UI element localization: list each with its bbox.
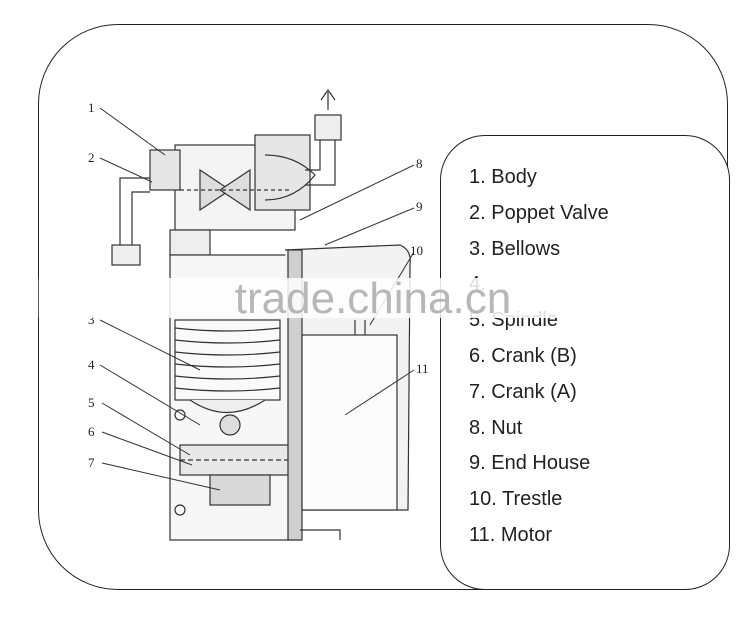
callout-6: 6 [88, 424, 95, 439]
callout-labels: 1 2 3 4 5 6 7 8 9 10 11 [88, 100, 429, 470]
callout-7: 7 [88, 455, 95, 470]
legend-item: 10. Trestle [469, 488, 563, 511]
legend-item: 3. Bellows [469, 237, 561, 260]
motor [301, 334, 398, 511]
legend-item: 4. [469, 273, 486, 296]
legend-item: 2. Poppet Valve [469, 201, 609, 224]
trestle [354, 320, 366, 335]
callout-2: 2 [88, 150, 95, 165]
callout-9: 9 [416, 199, 423, 214]
callout-4: 4 [88, 357, 95, 372]
callout-1: 1 [88, 100, 95, 115]
legend-item: 11. Motor [469, 523, 552, 546]
inlet-pipe [111, 177, 150, 266]
neck [169, 229, 211, 256]
legend-item: 9. End House [469, 452, 591, 475]
callout-10: 10 [410, 243, 423, 258]
pump-cross-section-diagram: 1 2 3 4 5 6 7 8 9 10 11 [88, 88, 429, 541]
legend-item: 1. Body [469, 166, 537, 188]
legend-item: 5. Spindle [469, 309, 558, 332]
crank-assembly [174, 409, 305, 516]
valve-head [149, 134, 316, 231]
outlet-pipe [305, 88, 342, 186]
callout-11: 11 [416, 361, 429, 376]
legend-item: 6. Crank (B) [469, 344, 577, 367]
parts-legend: 1. Body 2. Poppet Valve 3. Bellows 4. 5.… [440, 135, 730, 590]
leader-lines [99, 107, 415, 491]
parts-list: 1. Body 2. Poppet Valve 3. Bellows 4. 5.… [469, 164, 609, 558]
bellows [174, 319, 281, 414]
callout-8: 8 [416, 156, 423, 171]
legend-item: 7. Crank (A) [469, 380, 577, 403]
callout-5: 5 [88, 395, 95, 410]
callout-3: 3 [88, 312, 95, 327]
legend-item: 8. Nut [469, 416, 523, 439]
